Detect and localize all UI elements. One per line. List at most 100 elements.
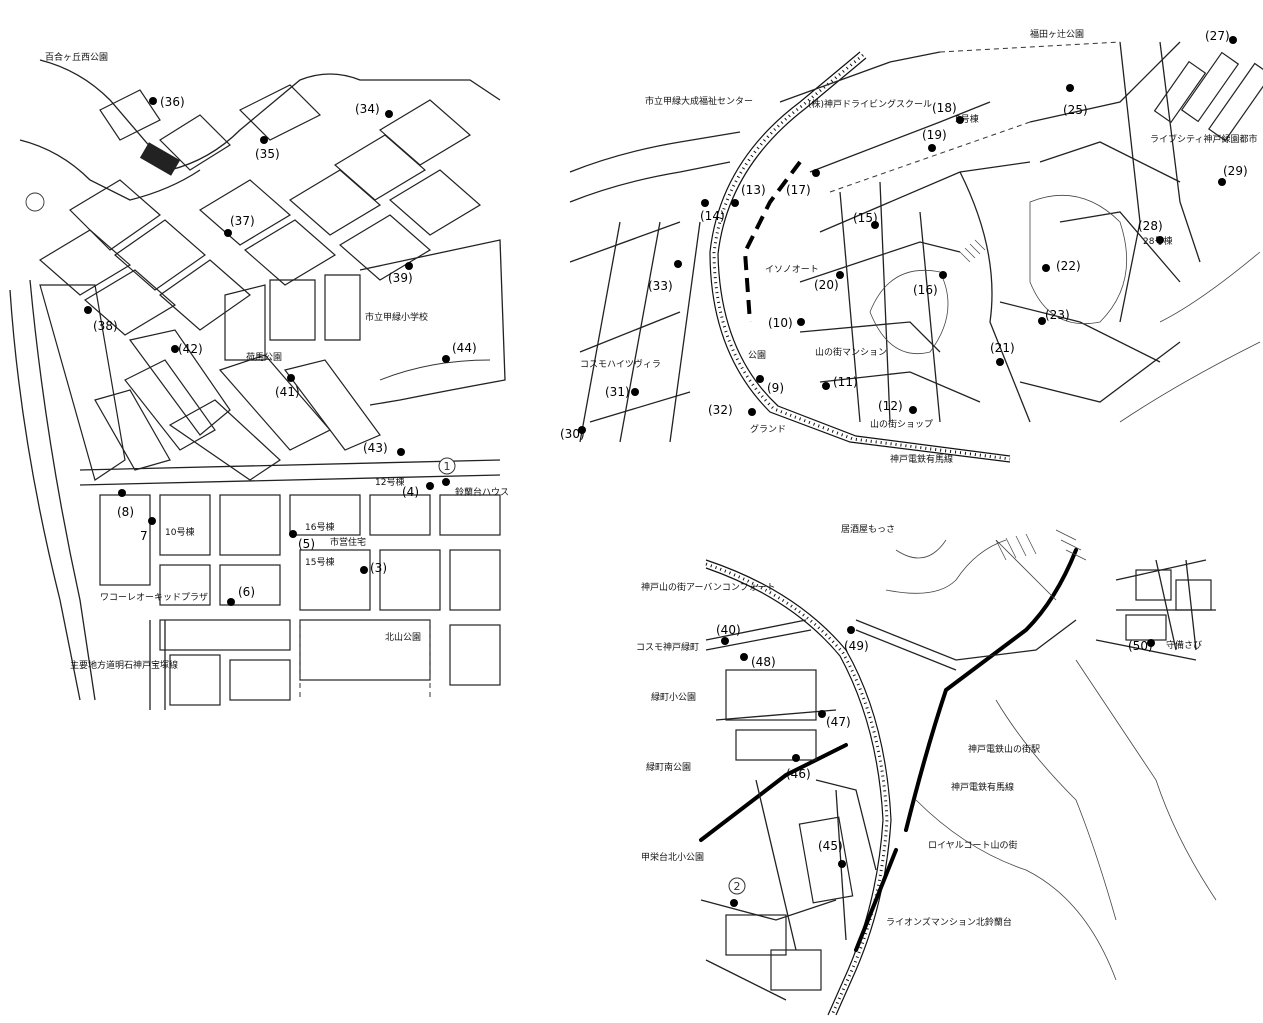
marker-29[interactable]: (29) — [1218, 164, 1248, 186]
marker-43[interactable]: (43) — [363, 441, 405, 456]
map-left-panel: 百合ヶ丘西公園 市立甲緑小学校 荷馬公園 北山公園 ワコーレオーキッドプラザ 鈴… — [0, 40, 520, 710]
place-park9: 公園 — [748, 350, 766, 361]
marker-49[interactable]: (49) — [844, 626, 869, 653]
place-kitayama: 北山公園 — [385, 632, 421, 643]
marker-9[interactable]: (9) — [756, 375, 784, 395]
marker-10[interactable]: (10) — [768, 316, 805, 330]
place-center: 市立甲緑大成福祉センター — [645, 95, 753, 107]
svg-text:(32): (32) — [708, 403, 733, 417]
marker-42[interactable]: (42) — [171, 342, 203, 356]
round-feature — [25, 192, 45, 212]
svg-text:(38): (38) — [93, 319, 118, 333]
svg-text:(39): (39) — [388, 271, 413, 285]
map-left-markers: (36) (35) (34) (37) (39) (38) (42) (44) … — [84, 95, 477, 606]
marker-19[interactable]: (19) — [922, 128, 947, 152]
svg-text:(30): (30) — [560, 427, 585, 441]
marker-44[interactable]: (44) — [442, 341, 477, 363]
svg-text:(12): (12) — [878, 399, 903, 413]
marker-3[interactable]: (3) — [360, 561, 387, 575]
svg-text:(45): (45) — [818, 839, 843, 853]
hill-contour — [1075, 659, 1217, 901]
marker-4[interactable]: (4) — [402, 482, 434, 499]
map-bottom-svg: 居酒屋もっさ 神戸山の街アーバンコンフォート コスモ神戸緑町 緑町小公園 緑町南… — [636, 524, 1217, 1016]
marker-36[interactable]: (36) — [149, 95, 185, 109]
svg-text:(20): (20) — [814, 278, 839, 292]
svg-text:7: 7 — [140, 529, 148, 543]
marker-47[interactable]: (47) — [818, 710, 851, 729]
marker-25[interactable]: (25) — [1063, 84, 1088, 117]
marker-23[interactable]: (23) — [1038, 308, 1070, 325]
road-west — [29, 279, 96, 701]
marker-33[interactable]: (33) — [648, 260, 682, 293]
marker-39[interactable]: (39) — [388, 262, 413, 285]
marker-1[interactable]: 1 — [438, 457, 456, 486]
marker-27[interactable]: (27) — [1205, 29, 1237, 44]
marker-6[interactable]: (6) — [227, 585, 255, 606]
marker-12[interactable]: (12) — [878, 399, 917, 414]
svg-text:(40): (40) — [716, 623, 741, 637]
svg-text:(8): (8) — [117, 505, 134, 519]
railway — [705, 559, 892, 1016]
marker-11[interactable]: (11) — [822, 375, 858, 390]
svg-text:(13): (13) — [741, 183, 766, 197]
marker-14[interactable]: (14) — [700, 199, 725, 223]
place-koshien: 甲栄台北小公園 — [641, 851, 704, 863]
marker-22[interactable]: (22) — [1042, 259, 1081, 273]
streets-right — [569, 41, 1201, 443]
map-bottom-markers: (40) (49) (50) (48) (47) (46) (45) 2 — [716, 623, 1155, 907]
marker-50[interactable]: (50) — [1128, 639, 1155, 653]
svg-text:(17): (17) — [786, 183, 811, 197]
svg-text:(49): (49) — [844, 639, 869, 653]
marker-35[interactable]: (35) — [255, 136, 280, 161]
marker-32[interactable]: (32) — [708, 403, 756, 417]
hill-contour — [995, 699, 1117, 921]
marker-18[interactable]: (18) — [932, 101, 964, 124]
road — [149, 620, 166, 710]
marker-41[interactable]: (41) — [275, 374, 300, 399]
street-outline — [19, 139, 201, 201]
route-segment — [904, 548, 1078, 832]
marker-15[interactable]: (15) — [853, 211, 879, 229]
svg-text:(50): (50) — [1128, 639, 1153, 653]
marker-37[interactable]: (37) — [224, 214, 255, 237]
marker-21[interactable]: (21) — [990, 341, 1015, 366]
svg-text:(28): (28) — [1138, 219, 1163, 233]
marker-7[interactable]: 7 — [140, 517, 156, 543]
svg-text:(9): (9) — [767, 381, 784, 395]
svg-text:(16): (16) — [913, 283, 938, 297]
svg-text:(35): (35) — [255, 147, 280, 161]
marker-16[interactable]: (16) — [913, 271, 947, 297]
marker-17[interactable]: (17) — [786, 169, 820, 197]
label-building: 10号棟 — [165, 526, 194, 538]
mid-blocks — [39, 274, 381, 481]
place-house: 鈴蘭台ハウス — [455, 486, 509, 498]
label-building: 15号棟 — [305, 556, 334, 568]
hatch — [959, 239, 986, 263]
marker-34[interactable]: (34) — [355, 102, 393, 118]
place-midori-s: 緑町南公園 — [646, 761, 691, 773]
map-left-svg — [9, 59, 506, 710]
dashed-line — [939, 41, 1121, 53]
marker-40[interactable]: (40) — [716, 623, 741, 645]
place-urban: 神戸山の街アーバンコンフォート — [641, 581, 776, 593]
place-line: 神戸電鉄有馬線 — [951, 781, 1014, 793]
marker-30[interactable]: (30) — [560, 426, 586, 441]
marker-8[interactable]: (8) — [117, 489, 134, 519]
marker-20[interactable]: (20) — [814, 271, 844, 292]
marker-38[interactable]: (38) — [84, 306, 118, 333]
marker-28[interactable]: (28) — [1138, 219, 1164, 244]
place-yaoya: 守備さび — [1166, 639, 1202, 651]
place-lions: ライオンズマンション北鈴蘭台 — [886, 916, 1012, 928]
marker-45[interactable]: (45) — [818, 839, 846, 868]
route-segment — [742, 160, 802, 323]
marker-48[interactable]: (48) — [740, 653, 776, 669]
marker-13[interactable]: (13) — [731, 183, 766, 207]
svg-text:(36): (36) — [160, 95, 185, 109]
marker-31[interactable]: (31) — [605, 385, 639, 399]
svg-text:(33): (33) — [648, 279, 673, 293]
marker-2[interactable]: 2 — [728, 877, 746, 907]
map-bottom-panel: 居酒屋もっさ 神戸山の街アーバンコンフォート コスモ神戸緑町 緑町小公園 緑町南… — [556, 520, 1236, 1020]
marker-5[interactable]: (5) — [289, 530, 315, 551]
marker-46[interactable]: (46) — [786, 754, 811, 781]
road-west — [9, 289, 81, 701]
